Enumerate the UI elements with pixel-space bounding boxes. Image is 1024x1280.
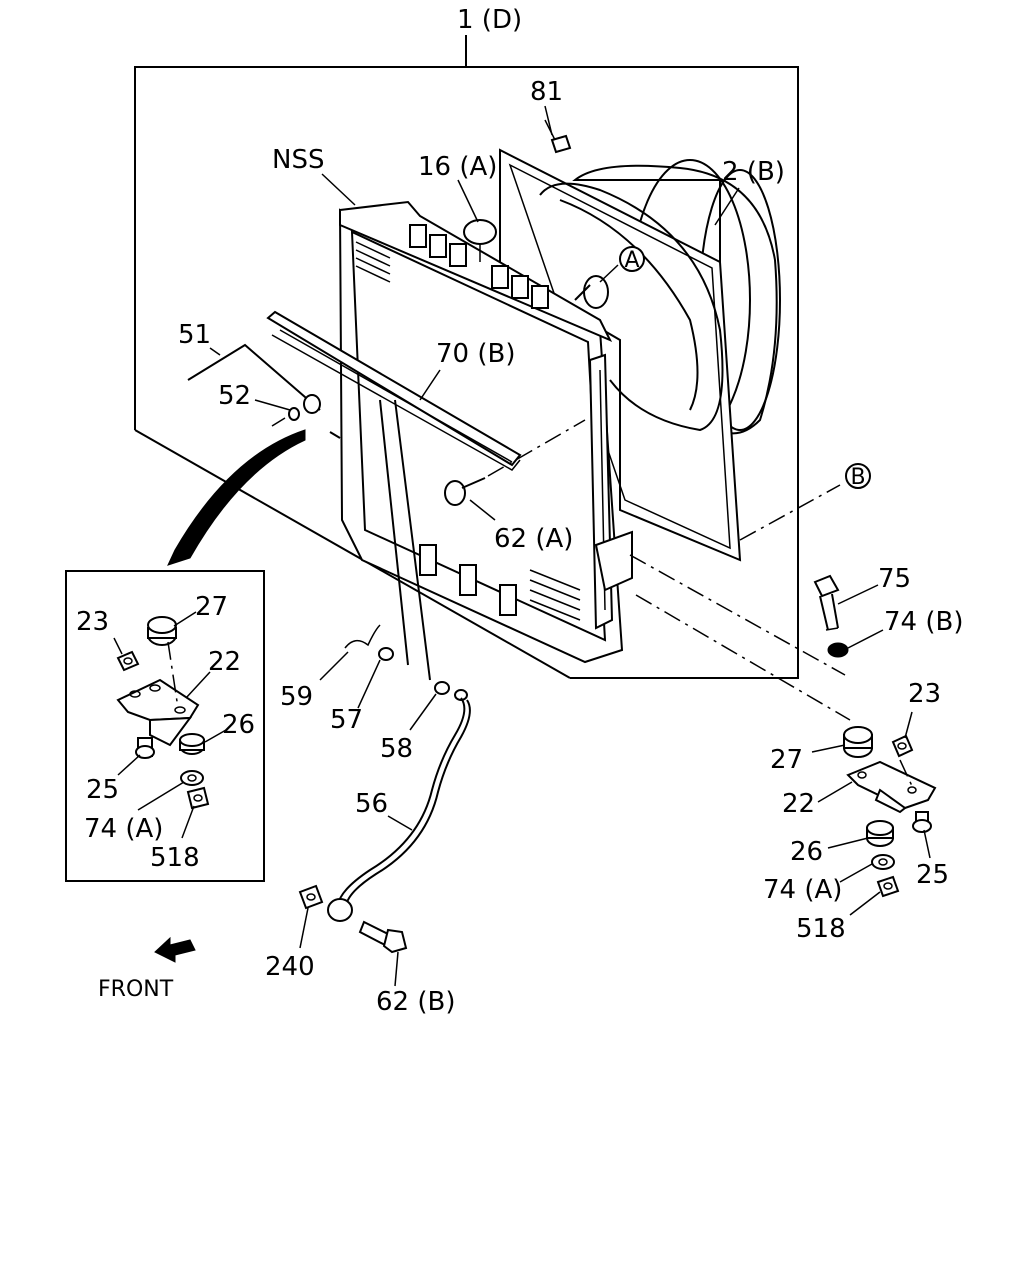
- bolt-62a-icon: [444, 419, 586, 506]
- svg-text:B: B: [850, 465, 865, 490]
- label-74a-left: 74 (A): [84, 814, 163, 844]
- bolt-81-icon: [544, 119, 572, 154]
- label-25-left: 25: [86, 775, 119, 805]
- label-1d: 1 (D): [457, 5, 522, 35]
- label-62a: 62 (A): [494, 524, 573, 554]
- inset-arrow: [167, 429, 306, 566]
- radiator-cap: [463, 219, 497, 262]
- right-mount-parts: [813, 574, 937, 898]
- label-58: 58: [380, 734, 413, 764]
- label-518-right: 518: [796, 914, 846, 944]
- label-2b: 2 (B): [722, 157, 785, 187]
- label-74a-right: 74 (A): [763, 875, 842, 905]
- label-25-right: 25: [916, 860, 949, 890]
- top-tank-fins: [409, 224, 549, 616]
- inset-mount-detail: [65, 570, 265, 882]
- support-bar-70b: [266, 310, 522, 471]
- label-518-left: 518: [150, 843, 200, 873]
- label-59: 59: [280, 682, 313, 712]
- ref-circle-b: B: [845, 463, 871, 490]
- label-23-left: 23: [76, 607, 109, 637]
- core-hatching: [355, 241, 581, 621]
- center-lines: [629, 484, 851, 721]
- label-75: 75: [878, 564, 911, 594]
- label-74b: 74 (B): [884, 607, 963, 637]
- fan-shroud: [499, 148, 781, 562]
- label-27-right: 27: [770, 745, 803, 775]
- label-front: FRONT: [98, 977, 174, 1002]
- parts-51-52: [187, 343, 321, 427]
- label-26-left: 26: [222, 710, 255, 740]
- label-22-left: 22: [208, 647, 241, 677]
- label-240: 240: [265, 952, 315, 982]
- label-56: 56: [355, 789, 388, 819]
- label-23-right: 23: [908, 679, 941, 709]
- drain-parts: [298, 399, 471, 954]
- assembly-frame: [134, 35, 799, 679]
- front-arrow-icon: [154, 936, 196, 963]
- leader-lines: [113, 105, 931, 987]
- label-81: 81: [530, 77, 563, 107]
- label-57: 57: [330, 705, 363, 735]
- part-labels: 1 (D) 81 NSS 16 (A) 2 (B) 51 52 70 (B) 6…: [76, 5, 963, 1017]
- label-70b: 70 (B): [436, 339, 515, 369]
- label-16a: 16 (A): [418, 152, 497, 182]
- label-62b: 62 (B): [376, 987, 455, 1017]
- label-52: 52: [218, 381, 251, 411]
- svg-text:A: A: [624, 248, 639, 273]
- ref-circle-a: A: [619, 246, 645, 273]
- label-22-right: 22: [782, 789, 815, 819]
- label-nss: NSS: [272, 145, 324, 175]
- label-27-left: 27: [195, 592, 228, 622]
- label-26-right: 26: [790, 837, 823, 867]
- label-51: 51: [178, 320, 211, 350]
